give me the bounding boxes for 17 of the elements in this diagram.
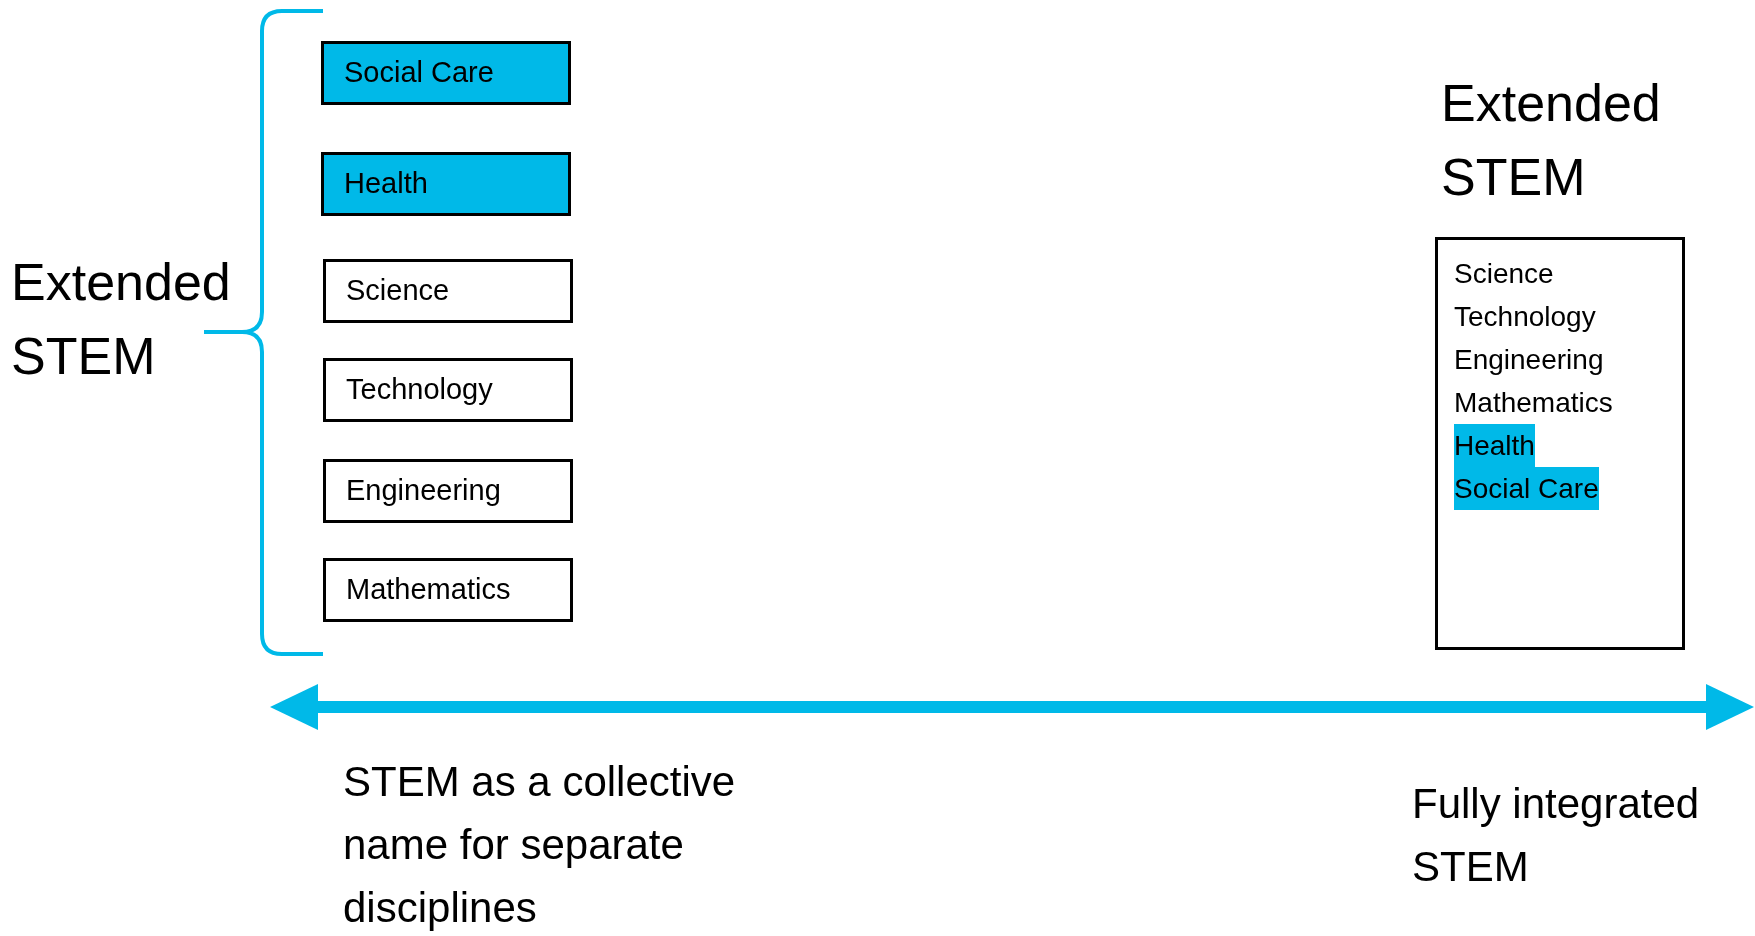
scale-label: Fully integrated STEM bbox=[1412, 779, 1701, 892]
discipline-name: Science bbox=[1454, 257, 1554, 291]
scale-label: STEM as a collective name for separate disciplines bbox=[343, 757, 737, 933]
discipline-box: Health bbox=[321, 152, 571, 216]
discipline-box: Technology bbox=[323, 358, 573, 422]
discipline-box: Social Care bbox=[321, 41, 571, 105]
discipline-name: Technology bbox=[1454, 300, 1596, 334]
discipline-name: Mathematics bbox=[1454, 386, 1613, 420]
discipline-box: Science bbox=[323, 259, 573, 323]
box-heading: Extended STEM bbox=[1441, 73, 1662, 208]
integrated-box bbox=[1435, 237, 1685, 650]
highlighted-discipline: Social Care bbox=[1454, 467, 1599, 510]
discipline-box: Mathematics bbox=[323, 558, 573, 622]
discipline-name: Engineering bbox=[1454, 343, 1604, 377]
side-label: Extended STEM bbox=[11, 252, 232, 387]
discipline-box: Engineering bbox=[323, 459, 573, 523]
highlighted-discipline: Health bbox=[1454, 424, 1535, 467]
